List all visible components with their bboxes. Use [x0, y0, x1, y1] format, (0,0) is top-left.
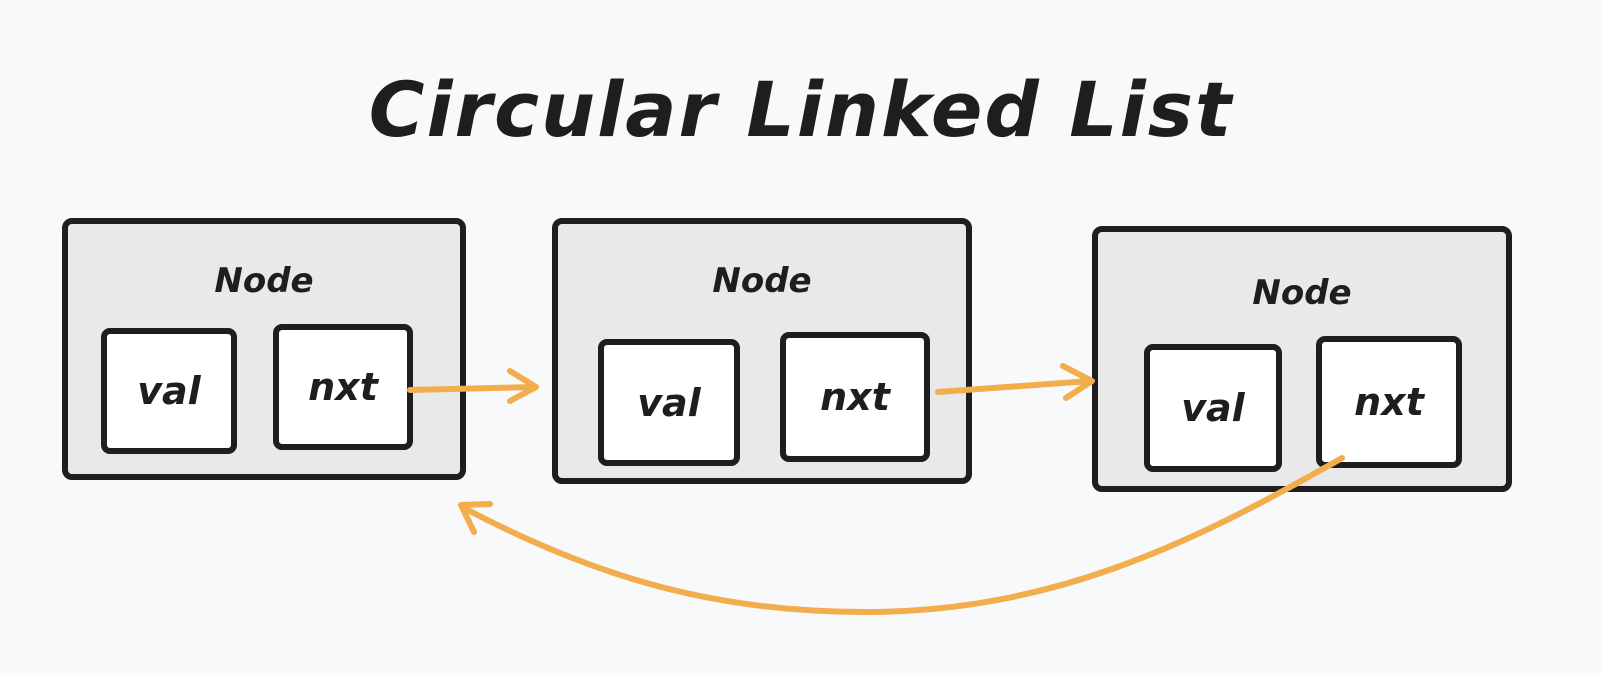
arrow-node2-to-node3-head — [1060, 363, 1095, 401]
node-1: Node val nxt — [62, 218, 466, 480]
node-3: Node val nxt — [1092, 226, 1512, 492]
node-3-nxt-label: nxt — [1354, 380, 1424, 424]
diagram-title: Circular Linked List — [368, 65, 1234, 154]
node-1-nxt-label: nxt — [308, 365, 378, 409]
node-1-val-label: val — [137, 369, 201, 413]
node-1-label: Node — [214, 261, 314, 301]
node-3-nxt-field: nxt — [1316, 336, 1462, 468]
node-1-val-field: val — [101, 328, 237, 454]
node-2-nxt-field: nxt — [780, 332, 930, 462]
node-2-label: Node — [712, 261, 812, 301]
node-1-nxt-field: nxt — [273, 324, 413, 450]
arrow-node1-to-node2-head — [507, 368, 539, 404]
node-2: Node val nxt — [552, 218, 972, 484]
node-3-label: Node — [1252, 273, 1352, 313]
node-3-val-field: val — [1144, 344, 1282, 472]
node-2-val-label: val — [637, 380, 701, 425]
node-2-nxt-label: nxt — [820, 375, 890, 419]
node-3-val-label: val — [1181, 386, 1245, 430]
node-2-val-field: val — [598, 339, 740, 466]
arrow-node3-to-node1-head — [458, 501, 493, 535]
